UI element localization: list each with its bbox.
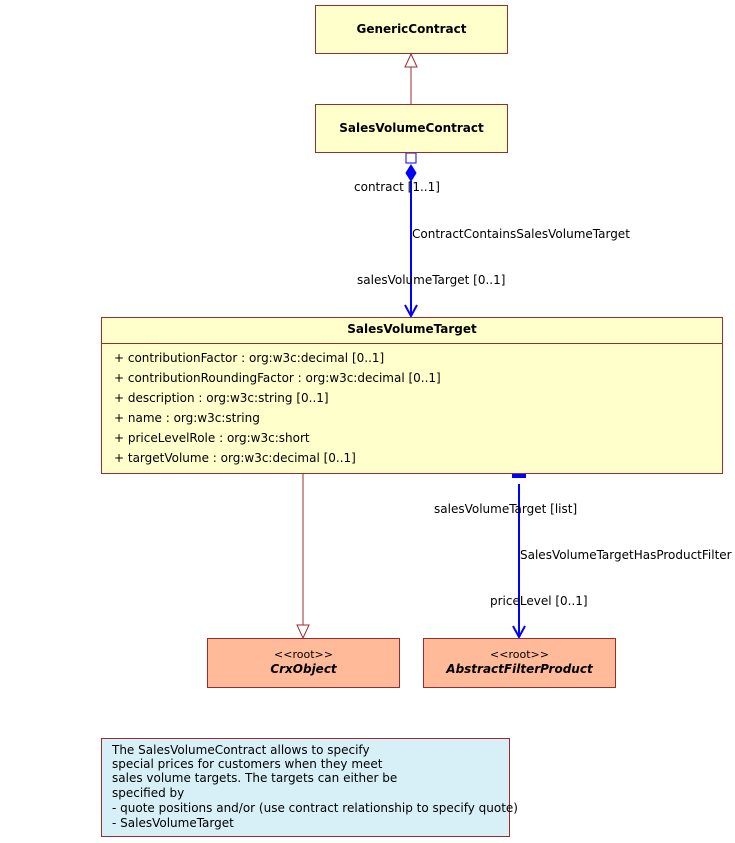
- filter-target-role-label: priceLevel [0..1]: [490, 594, 588, 608]
- filter-source-role-label: salesVolumeTarget [list]: [434, 502, 578, 516]
- port-square: [405, 152, 417, 164]
- note-line: The SalesVolumeContract allows to specif…: [112, 743, 370, 757]
- class-name: AbstractFilterProduct: [446, 662, 593, 676]
- attribute: + contributionRoundingFactor : org:w3c:d…: [114, 371, 441, 385]
- composition-diamond: [405, 164, 417, 182]
- class-name: SalesVolumeContract: [339, 121, 484, 135]
- note-line: - quote positions and/or (use contract r…: [112, 801, 518, 815]
- filter-start-marker: [512, 473, 526, 478]
- target-role-label: salesVolumeTarget [0..1]: [357, 273, 506, 287]
- attribute: + targetVolume : org:w3c:decimal [0..1]: [114, 451, 356, 465]
- attribute: + description : org:w3c:string [0..1]: [114, 391, 329, 405]
- generalization-arrow-contract: [404, 52, 418, 68]
- composition-arrowhead: [404, 304, 418, 319]
- note-line: specified by: [112, 786, 185, 800]
- filter-assoc-name: SalesVolumeTargetHasProductFilter: [520, 548, 732, 562]
- note-line: sales volume targets. The targets can ei…: [112, 771, 398, 785]
- sales-volume-target-class[interactable]: SalesVolumeTarget + contributionFactor :…: [101, 317, 723, 474]
- stereotype: <<root>>: [274, 648, 333, 661]
- contract-assoc-name: ContractContainsSalesVolumeTarget: [412, 227, 630, 241]
- crx-object-class[interactable]: <<root>> CrxObject: [207, 638, 400, 688]
- abstract-filter-product-class[interactable]: <<root>> AbstractFilterProduct: [423, 638, 616, 688]
- note[interactable]: The SalesVolumeContract allows to specif…: [101, 738, 518, 837]
- attribute: + name : org:w3c:string: [114, 411, 260, 425]
- class-name: CrxObject: [270, 662, 337, 676]
- class-name: GenericContract: [356, 22, 467, 36]
- note-line: special prices for customers when they m…: [112, 757, 383, 771]
- attribute: + priceLevelRole : org:w3c:short: [114, 431, 310, 445]
- contract-role-label: contract [1..1]: [354, 180, 440, 194]
- note-line: - SalesVolumeTarget: [112, 816, 234, 830]
- class-name: SalesVolumeTarget: [102, 318, 722, 344]
- generalization-arrow-target: [296, 624, 310, 640]
- filter-arrowhead: [512, 625, 526, 640]
- generic-contract-class[interactable]: GenericContract: [315, 5, 508, 54]
- stereotype: <<root>>: [490, 648, 549, 661]
- sales-volume-contract-class[interactable]: SalesVolumeContract: [315, 104, 508, 153]
- attribute: + contributionFactor : org:w3c:decimal […: [114, 351, 385, 365]
